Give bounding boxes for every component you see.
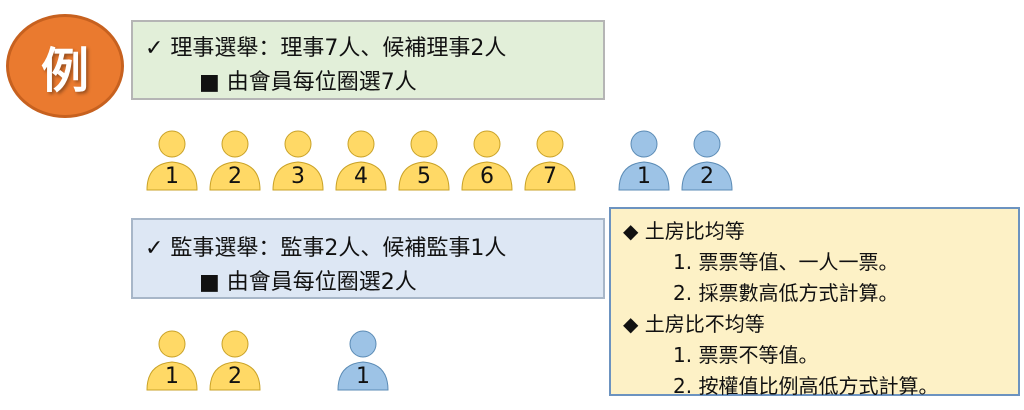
unequal-ratio-rule-1: 1. 票票不等值。 (673, 343, 819, 367)
person-icon: 1 (142, 128, 202, 191)
person-icon: 2 (205, 328, 265, 391)
person-icon: 3 (268, 128, 328, 191)
person-icon: 5 (394, 128, 454, 191)
supervisor-subline: ■ 由會員每位圈選2人 (199, 270, 417, 295)
supervisor-election-box: ✓ 監事選舉：監事2人、候補監事1人 ■ 由會員每位圈選2人 (131, 218, 605, 299)
director-number: 2 (228, 164, 242, 189)
person-icon: 1 (142, 328, 202, 391)
equal-ratio-title: ◆ 土房比均等 (623, 219, 745, 243)
supervisor-heading: ✓ 監事選舉：監事2人、候補監事1人 (145, 236, 507, 261)
person-icon: 1 (614, 128, 674, 191)
director-alternate-number: 2 (700, 164, 714, 189)
director-number: 3 (291, 164, 305, 189)
director-number: 1 (165, 164, 179, 189)
example-badge: 例 (6, 14, 124, 118)
director-subline: ■ 由會員每位圈選7人 (199, 70, 417, 95)
badge-label: 例 (40, 43, 89, 99)
director-election-box: ✓ 理事選舉：理事7人、候補理事2人 ■ 由會員每位圈選7人 (131, 20, 605, 100)
equal-ratio-rule-1: 1. 票票等值、一人一票。 (673, 250, 899, 274)
supervisor-number: 1 (165, 364, 179, 389)
person-icon: 7 (520, 128, 580, 191)
person-icon: 4 (331, 128, 391, 191)
equal-ratio-rule-2: 2. 採票數高低方式計算。 (673, 281, 899, 305)
person-icon: 1 (333, 328, 393, 391)
director-number: 4 (354, 164, 368, 189)
director-number: 7 (543, 164, 557, 189)
unequal-ratio-title: ◆ 土房比不均等 (623, 312, 765, 336)
director-number: 6 (480, 164, 494, 189)
supervisor-number: 2 (228, 364, 242, 389)
director-alternate-number: 1 (637, 164, 651, 189)
person-icon: 2 (205, 128, 265, 191)
person-icon: 2 (677, 128, 737, 191)
person-icon: 6 (457, 128, 517, 191)
unequal-ratio-rule-2: 2. 按權值比例高低方式計算。 (673, 374, 939, 398)
land-house-ratio-info-box: ◆ 土房比均等 1. 票票等值、一人一票。 2. 採票數高低方式計算。 ◆ 土房… (609, 207, 1020, 398)
director-number: 5 (417, 164, 431, 189)
supervisor-alternate-number: 1 (356, 364, 370, 389)
director-heading: ✓ 理事選舉：理事7人、候補理事2人 (145, 36, 507, 61)
